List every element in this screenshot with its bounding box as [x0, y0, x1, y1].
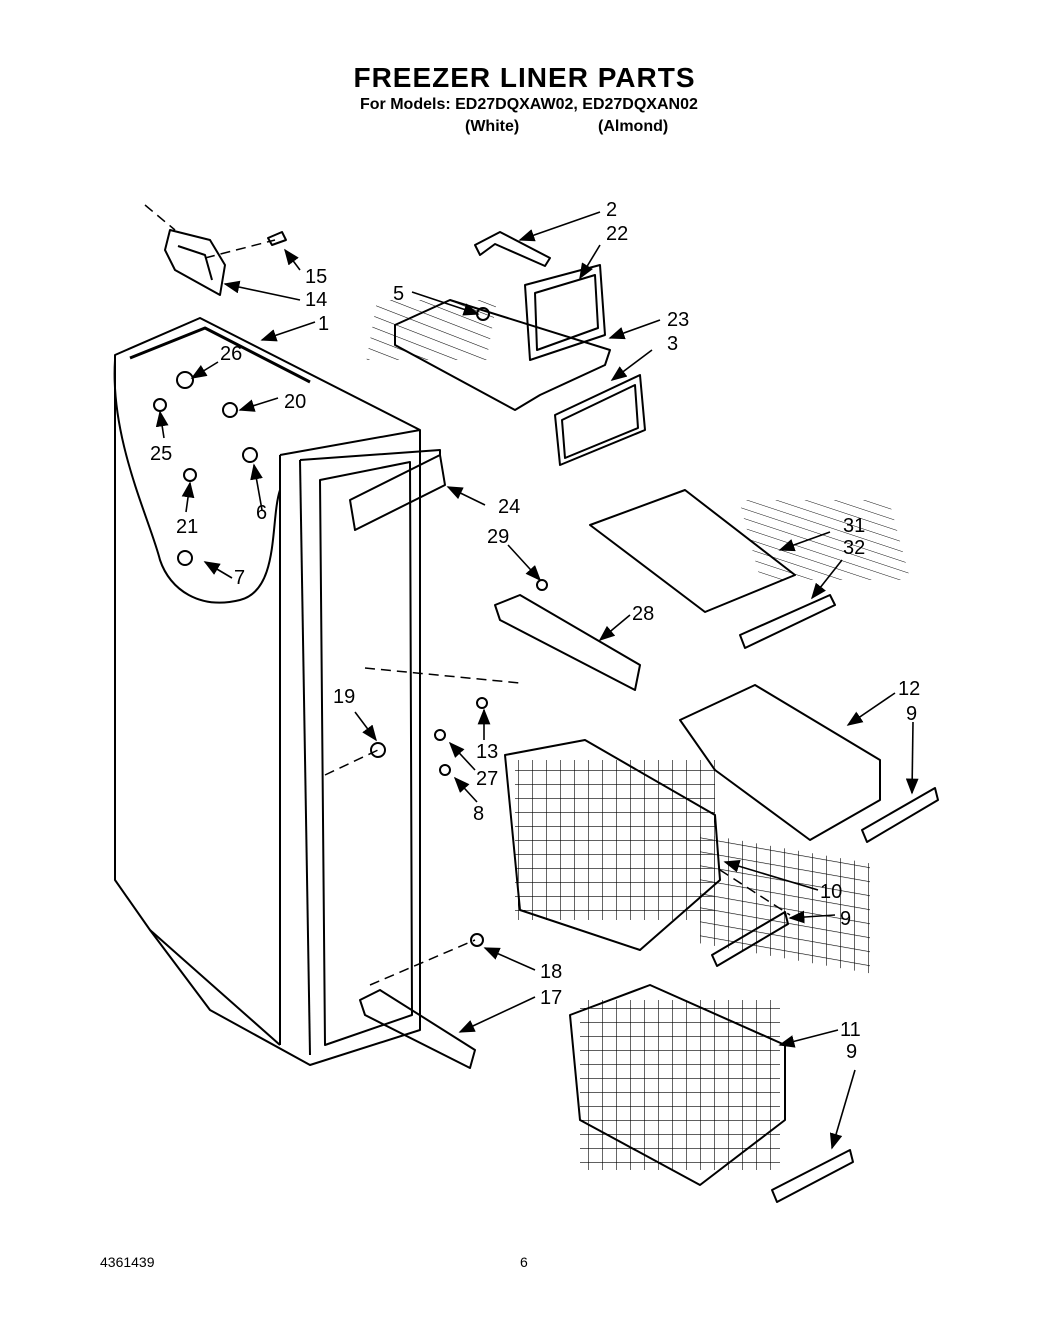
callout-5: 5: [393, 283, 404, 305]
shelf-glass-part: [554, 374, 646, 466]
callout-6: 6: [256, 502, 267, 524]
fastener-part: [476, 697, 488, 709]
fastener-part: [177, 550, 193, 566]
callout-13: 13: [476, 741, 498, 763]
callout-2: 2: [606, 199, 617, 221]
wire-shelf-part: [589, 489, 911, 613]
callout-10: 10: [820, 881, 842, 903]
callout-25: 25: [150, 443, 172, 465]
shelf-rail-part: [739, 594, 836, 649]
fastener-part: [242, 447, 258, 463]
trim-strip-part: [349, 454, 446, 531]
callout-7: 7: [234, 567, 245, 589]
basket-rail-part: [711, 787, 939, 1203]
callout-22: 22: [606, 223, 628, 245]
callout-27: 27: [476, 768, 498, 790]
models-line: For Models: ED27DQXAW02, ED27DQXAN02: [360, 96, 698, 113]
callout-23: 23: [667, 309, 689, 331]
callout-15: 15: [305, 266, 327, 288]
fastener-part: [536, 579, 548, 591]
callout-26: 26: [220, 343, 242, 365]
fastener-part: [434, 729, 446, 741]
fastener-part: [439, 764, 451, 776]
fastener-part: [183, 468, 197, 482]
callout-20: 20: [284, 391, 306, 413]
callout-28: 28: [632, 603, 654, 625]
callout-12: 12: [898, 678, 920, 700]
top-shelf-assembly: [366, 231, 611, 411]
callout-19: 19: [333, 686, 355, 708]
callout-8: 8: [473, 803, 484, 825]
color-almond-label: (Almond): [598, 118, 669, 135]
fastener-part: [176, 371, 194, 389]
fastener-part: [470, 933, 484, 947]
basket-medium-part: [504, 739, 721, 951]
freezer-liner-part: [113, 317, 441, 1066]
fastener-part: [153, 398, 167, 412]
screw-part: [267, 231, 287, 246]
front-trim-part: [359, 989, 476, 1069]
handle-bracket-part: [164, 229, 226, 296]
callout-9-top: 9: [906, 703, 917, 725]
basket-large-part: [569, 984, 786, 1186]
callout-29: 29: [487, 526, 509, 548]
page-number: 6: [520, 1254, 528, 1270]
callout-1: 1: [318, 313, 329, 335]
callout-32: 32: [843, 537, 865, 559]
color-white-label: (White): [465, 118, 520, 135]
callout-24: 24: [498, 496, 520, 518]
callout-9-bottom: 9: [846, 1041, 857, 1063]
callout-3: 3: [667, 333, 678, 355]
callout-21: 21: [176, 516, 198, 538]
document-number: 4361439: [100, 1254, 155, 1270]
callout-11: 11: [840, 1019, 861, 1041]
fastener-part: [222, 402, 238, 418]
fastener-part: [370, 742, 386, 758]
support-bracket-part: [494, 594, 641, 691]
callout-17: 17: [540, 987, 562, 1009]
callout-9-middle: 9: [840, 908, 851, 930]
page-title: FREEZER LINER PARTS: [353, 62, 696, 93]
callout-31: 31: [843, 515, 865, 537]
callout-14: 14: [305, 289, 327, 311]
callout-18: 18: [540, 961, 562, 983]
